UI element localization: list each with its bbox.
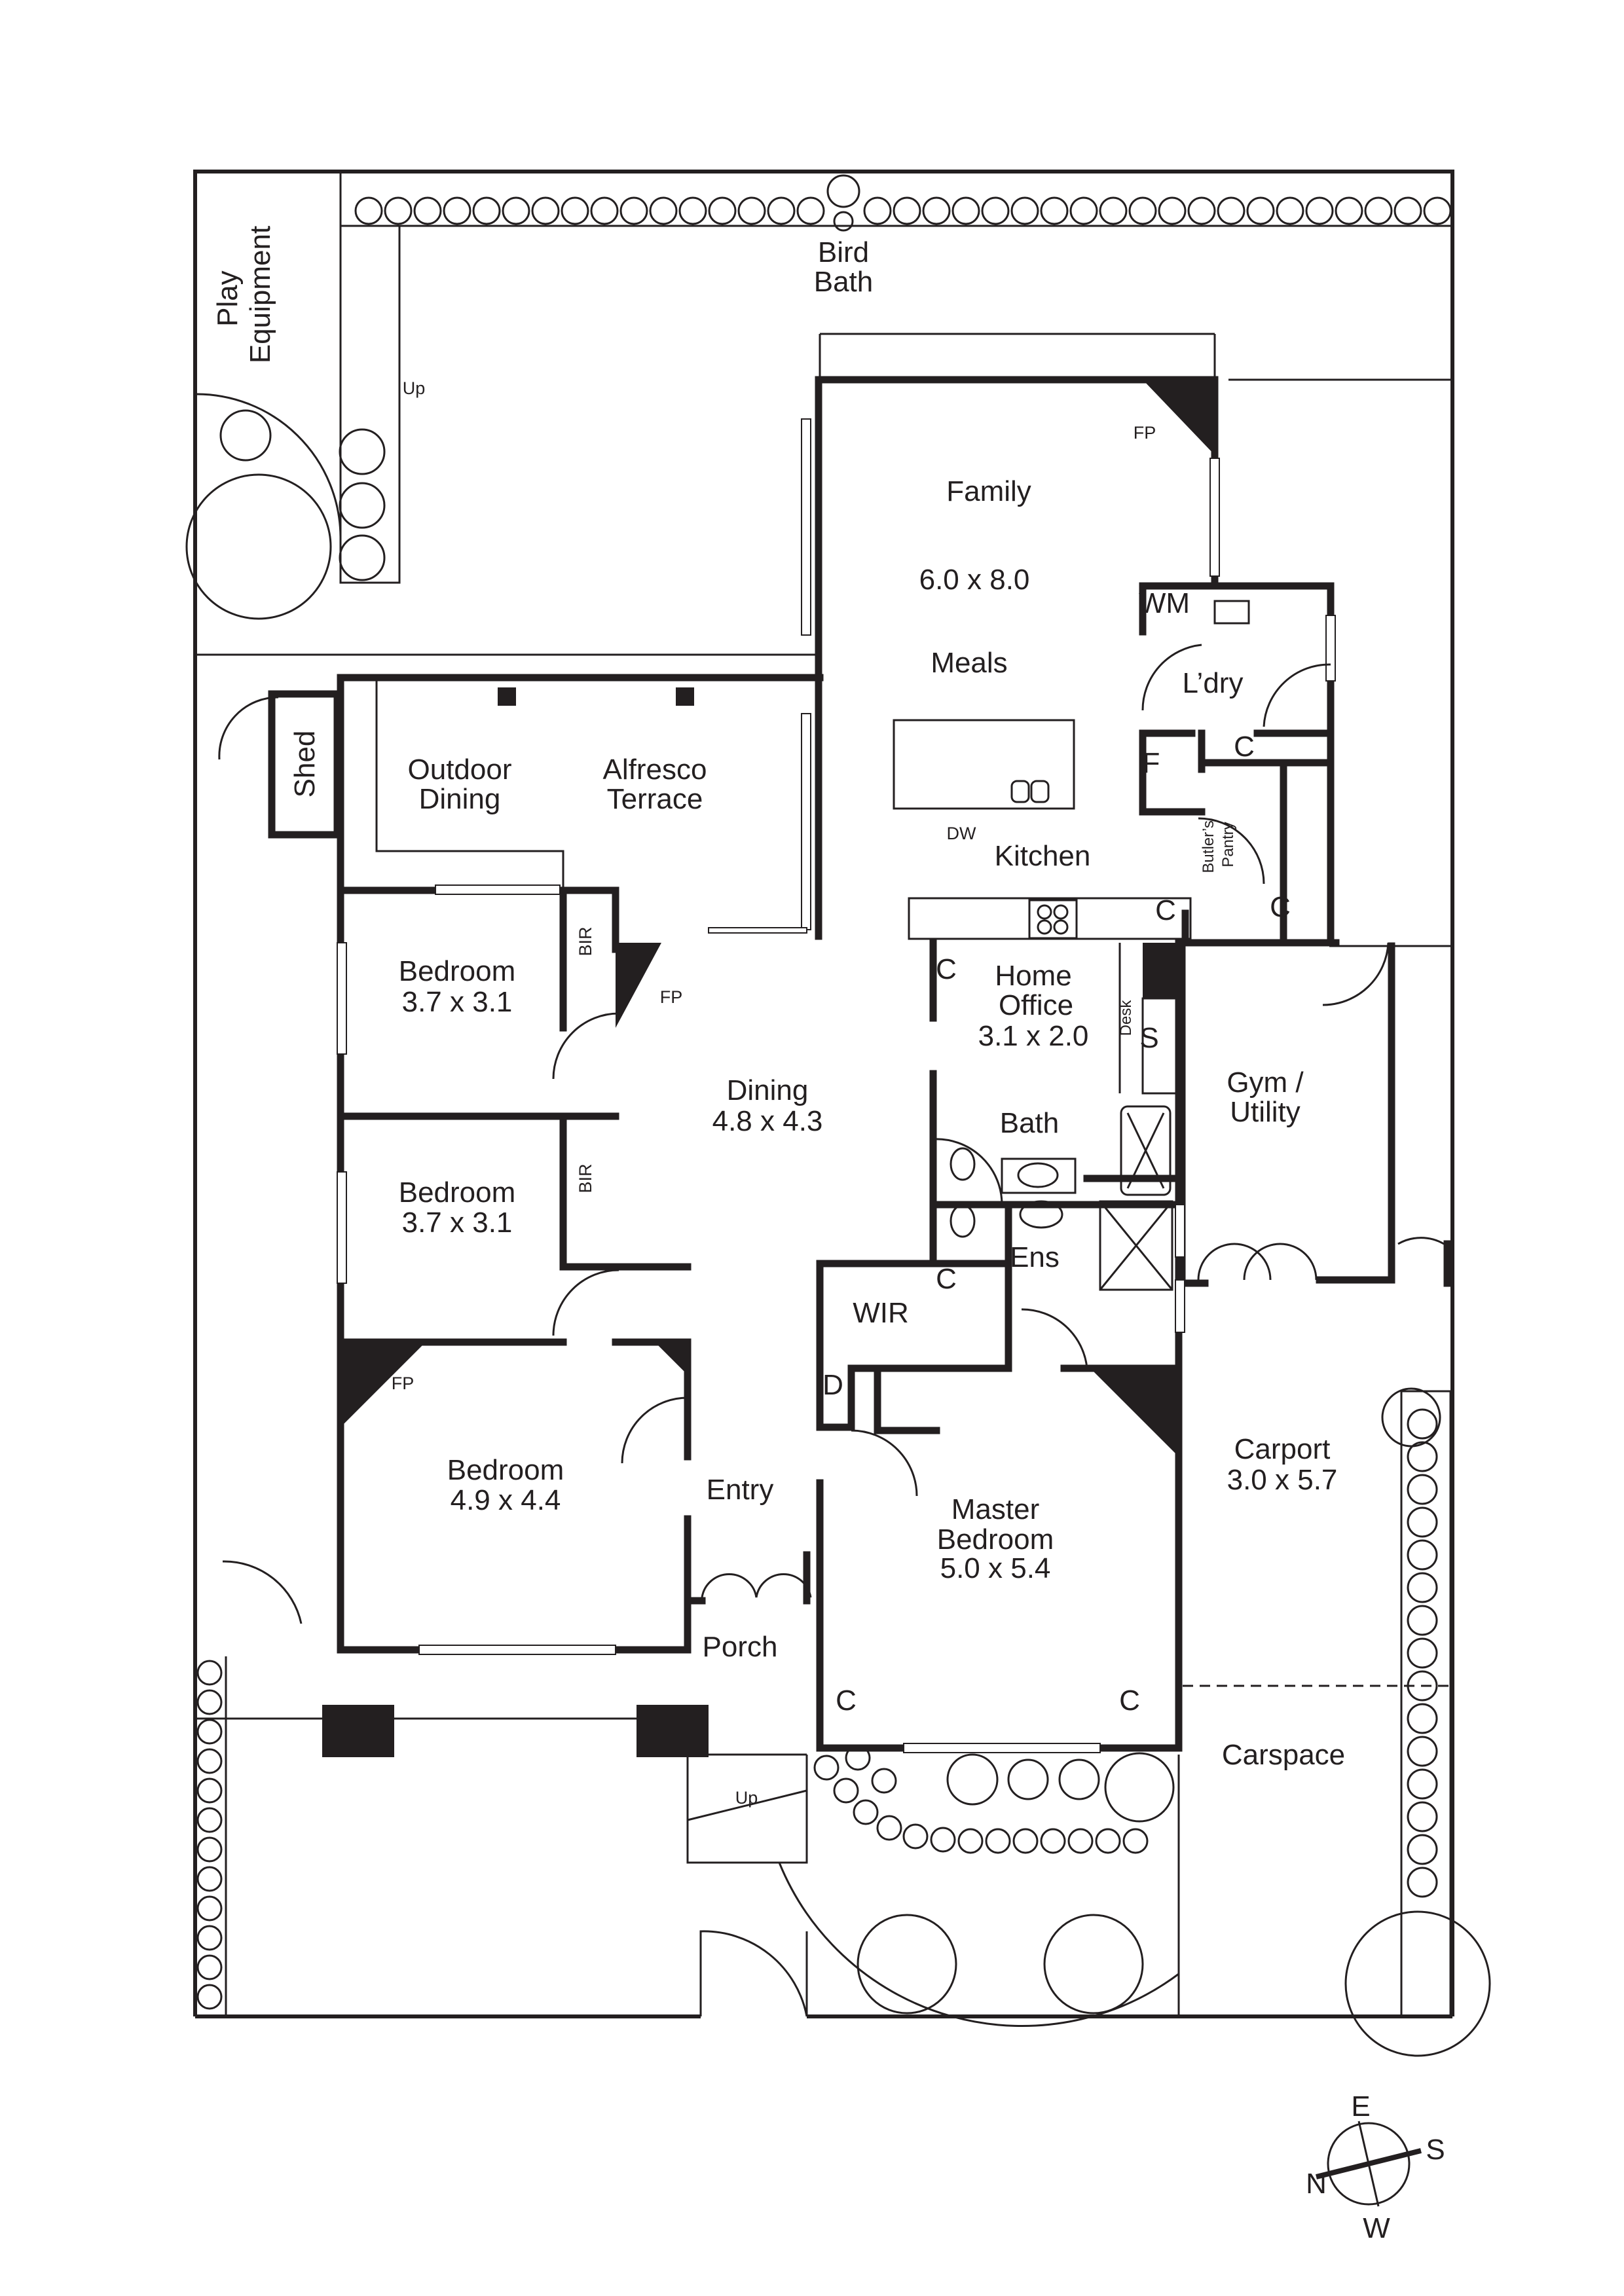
compass-e: E [1351, 2090, 1370, 2123]
hedge-front-left [196, 1660, 223, 2010]
stairs-up-label: Up [403, 378, 426, 398]
outdoor-dining-label: Outdoor [408, 754, 512, 786]
trees [185, 409, 1491, 2057]
shed-label: Shed [289, 731, 321, 798]
dining-label: Dining [727, 1074, 809, 1106]
master-label-2: Bedroom [937, 1523, 1054, 1556]
fp-label-bed1: FP [660, 987, 683, 1007]
compass-icon: E S N W [1306, 2090, 1445, 2244]
bird-bath-icon [826, 174, 860, 232]
fireplaces [341, 380, 1215, 1457]
gym-label-2: Utility [1230, 1096, 1301, 1128]
alfresco-details [375, 600, 1250, 1291]
family-size: 6.0 x 8.0 [919, 564, 1030, 596]
carport-size: 3.0 x 5.7 [1227, 1464, 1338, 1496]
alfresco-label: Alfresco [603, 754, 707, 786]
fp-label-family: FP [1134, 423, 1156, 443]
wir-label: WIR [853, 1297, 909, 1329]
gym-label: Gym / [1227, 1066, 1304, 1099]
dining-size: 4.8 x 4.3 [712, 1105, 823, 1137]
bir-label-1: BIR [576, 926, 595, 956]
bath-label: Bath [1000, 1107, 1060, 1139]
hedge-rear [354, 196, 1452, 225]
compass-n: N [1306, 2168, 1327, 2200]
hedge-side-right [1407, 1408, 1438, 1898]
cupboard-master-left: C [836, 1685, 857, 1717]
play-equipment-label: Play Equipment [212, 226, 276, 363]
meals-label: Meals [931, 647, 1007, 679]
entry-label: Entry [707, 1474, 774, 1506]
alfresco-label-2: Terrace [607, 783, 703, 815]
cupboard-pantry: C [1270, 891, 1291, 923]
storage-label: S [1139, 1022, 1158, 1054]
bedroom-2-label: Bedroom [399, 1176, 516, 1209]
bedroom-1-label: Bedroom [399, 955, 516, 987]
bird-bath-label-2: Bath [814, 266, 874, 298]
cupboard-ensuite: C [936, 1263, 957, 1295]
fp-label-bed3: FP [392, 1374, 415, 1393]
master-label: Master [951, 1493, 1039, 1525]
cupboard-office: C [936, 953, 957, 985]
porch-label: Porch [703, 1631, 778, 1663]
bird-bath-label: Bird [818, 236, 869, 268]
windows [337, 418, 1336, 1753]
porch-up-label: Up [735, 1788, 758, 1808]
bir-label-2: BIR [576, 1163, 595, 1193]
home-office-size: 3.1 x 2.0 [978, 1020, 1089, 1052]
bedroom-3-size: 4.9 x 4.4 [451, 1484, 561, 1516]
wm-label: WM [1139, 587, 1190, 619]
ensuite-label: Ens [1010, 1241, 1060, 1273]
site-boundary [193, 170, 1454, 2027]
kitchen-label: Kitchen [995, 840, 1091, 872]
home-office-label-2: Office [999, 989, 1073, 1021]
house-walls [337, 333, 1451, 1752]
dw-label: DW [947, 824, 976, 843]
master-size: 5.0 x 5.4 [940, 1552, 1051, 1584]
door-swings [218, 644, 1445, 1624]
bedroom-3-label: Bedroom [447, 1454, 564, 1486]
outdoor-dining-label-2: Dining [419, 783, 501, 815]
drawers-label: D [822, 1369, 843, 1401]
bedroom-2-size: 3.7 x 3.1 [402, 1207, 513, 1239]
home-office-label: Home [995, 960, 1071, 992]
hedge-front-master [813, 1745, 1175, 1854]
cupboard-master-right: C [1119, 1685, 1140, 1717]
carspace-label: Carspace [1222, 1739, 1345, 1771]
desk-label: Desk [1117, 1000, 1135, 1036]
cupboard-laundry: C [1234, 731, 1255, 763]
carport-label: Carport [1234, 1433, 1331, 1465]
butlers-pantry-label: Butler’s Pantry [1200, 816, 1237, 873]
cupboard-kitchen: C [1155, 894, 1176, 926]
fridge-label: F [1143, 747, 1160, 779]
family-label: Family [946, 475, 1031, 507]
shed [268, 690, 341, 839]
laundry-label: L’dry [1183, 667, 1244, 699]
compass-w: W [1363, 2212, 1390, 2244]
bedroom-1-size: 3.7 x 3.1 [402, 986, 513, 1018]
compass-s: S [1426, 2134, 1445, 2166]
